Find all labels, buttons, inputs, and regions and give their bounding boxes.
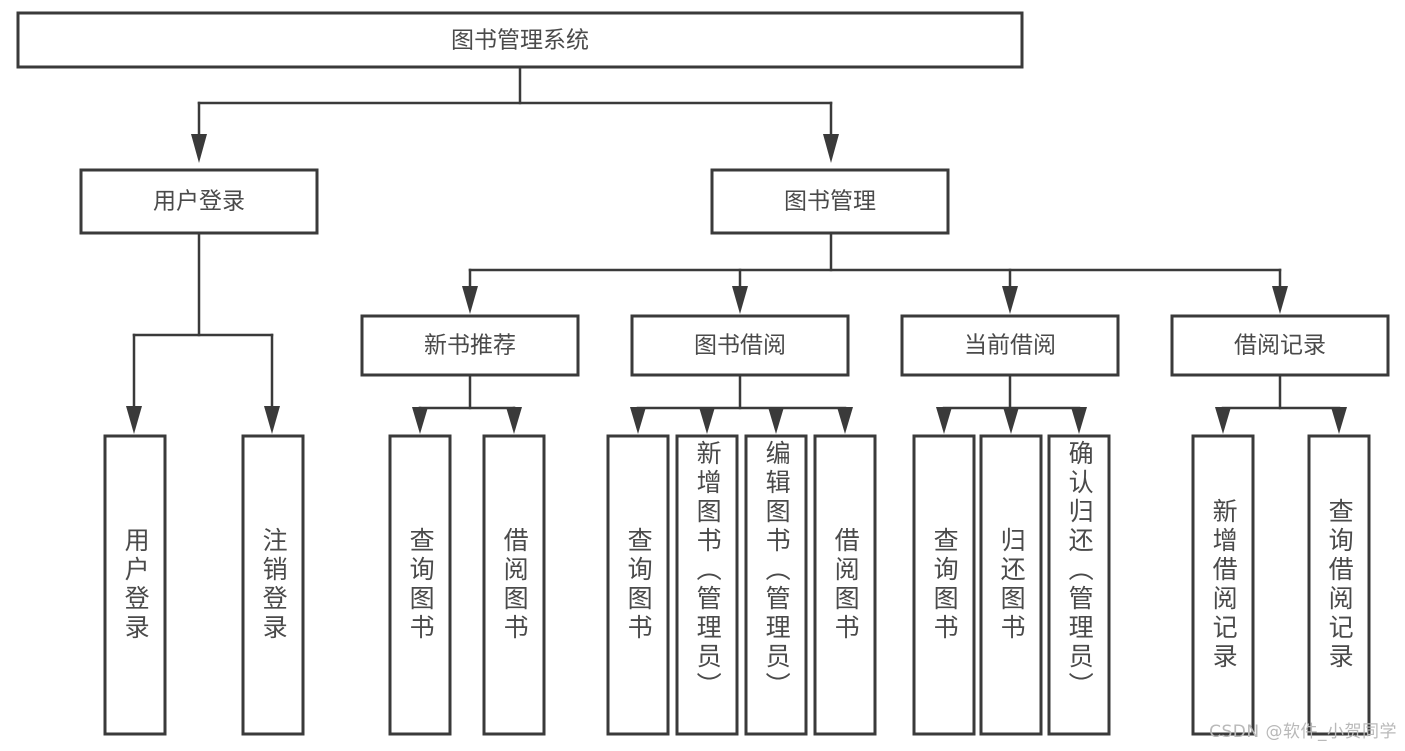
arrow-head-icon — [506, 407, 522, 434]
leaf-new-book-query-book[interactable] — [388, 434, 452, 736]
arrow-head-icon — [837, 407, 853, 434]
arrow-head-icon — [936, 407, 952, 434]
leaf-book-borrow-edit-book-admin[interactable] — [744, 434, 808, 736]
connector-borrow-record-to-leaves — [1215, 373, 1347, 434]
node-current-borrow-label: 当前借阅 — [964, 333, 1056, 359]
arrow-head-icon — [126, 406, 142, 434]
connector-root-to-level2 — [191, 65, 839, 163]
leaf-current-borrow-confirm-return-admin[interactable] — [1047, 434, 1111, 736]
leaf-book-borrow-add-book-admin[interactable] — [675, 434, 739, 736]
leaf-user-login-user-login[interactable] — [103, 434, 167, 736]
node-new-book-recommend[interactable]: 新书推荐 — [360, 314, 580, 377]
node-user-login[interactable]: 用户登录 — [79, 168, 319, 235]
connector-current-borrow-to-leaves — [936, 373, 1087, 434]
arrow-head-icon — [1272, 286, 1288, 314]
arrow-head-icon — [1215, 407, 1231, 434]
arrow-head-icon — [191, 134, 207, 163]
connector-book-mgmt-to-level3 — [462, 231, 1288, 314]
node-root-label: 图书管理系统 — [451, 28, 589, 54]
node-user-login-label: 用户登录 — [153, 189, 245, 215]
connector-new-book-to-leaves — [412, 373, 522, 434]
arrow-head-icon — [1331, 407, 1347, 434]
arrow-head-icon — [462, 286, 478, 314]
arrow-head-icon — [1002, 286, 1018, 314]
arrow-head-icon — [264, 406, 280, 434]
node-root[interactable]: 图书管理系统 — [16, 11, 1024, 69]
node-book-borrow-label: 图书借阅 — [694, 333, 786, 359]
arrow-head-icon — [630, 407, 646, 434]
arrow-head-icon — [732, 286, 748, 314]
leaf-borrow-record-add-record[interactable] — [1191, 434, 1255, 736]
arrow-head-icon — [1003, 407, 1019, 434]
leaf-book-borrow-borrow-book[interactable] — [813, 434, 877, 736]
node-borrow-record[interactable]: 借阅记录 — [1170, 314, 1390, 377]
leaf-user-login-logout[interactable] — [241, 434, 305, 736]
leaf-borrow-record-query-record[interactable] — [1307, 434, 1371, 736]
watermark: CSDN @软件_小贺同学 — [1209, 722, 1397, 742]
connector-book-borrow-to-leaves — [630, 373, 853, 434]
leaf-current-borrow-return-book[interactable] — [979, 434, 1043, 736]
leaf-current-borrow-query-book[interactable] — [912, 434, 976, 736]
node-new-book-recommend-label: 新书推荐 — [424, 333, 516, 359]
node-book-borrow[interactable]: 图书借阅 — [630, 314, 850, 377]
node-book-management[interactable]: 图书管理 — [710, 168, 950, 235]
node-book-management-label: 图书管理 — [784, 189, 876, 215]
node-current-borrow[interactable]: 当前借阅 — [900, 314, 1120, 377]
arrow-head-icon — [699, 407, 715, 434]
node-borrow-record-label: 借阅记录 — [1234, 333, 1326, 359]
leaf-new-book-borrow-book[interactable] — [482, 434, 546, 736]
arrow-head-icon — [823, 134, 839, 163]
connector-user-login-to-leaves — [126, 231, 280, 434]
arrow-head-icon — [1071, 407, 1087, 434]
arrow-head-icon — [412, 407, 428, 434]
leaf-book-borrow-query-book[interactable] — [606, 434, 670, 736]
arrow-head-icon — [768, 407, 784, 434]
